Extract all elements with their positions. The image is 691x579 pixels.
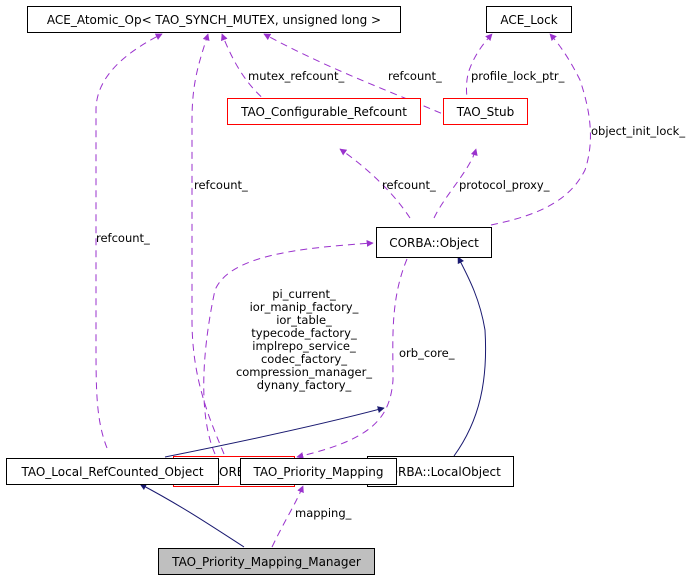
label-protocol-proxy: protocol_proxy_ bbox=[459, 178, 550, 192]
node-corba-object[interactable]: CORBA::Object bbox=[376, 227, 492, 258]
label-ior-manip-factory: ior_manip_factory_ bbox=[249, 300, 359, 314]
edge-localobject-to-object bbox=[453, 256, 487, 457]
node-tao-priority-mapping-manager: TAO_Priority_Mapping_Manager bbox=[158, 548, 375, 575]
label-orb-core: orb_core_ bbox=[399, 346, 455, 360]
label-dynany-factory: dynany_factory_ bbox=[256, 378, 352, 392]
edge-local-to-localobject bbox=[164, 406, 385, 458]
label-object-refcount: refcount_ bbox=[382, 178, 436, 192]
label-object-init-lock: object_init_lock_ bbox=[591, 124, 686, 138]
label-mutex-refcount: mutex_refcount_ bbox=[248, 69, 345, 83]
node-ace-lock[interactable]: ACE_Lock bbox=[486, 6, 572, 33]
edge-local-to-atomic-refcount bbox=[95, 33, 163, 449]
edge-object-to-acelock-initlock bbox=[490, 33, 591, 226]
label-orbcore-members: pi_current_ ior_manip_factory_ ior_table… bbox=[236, 288, 372, 392]
label-profile-lock-ptr: profile_lock_ptr_ bbox=[471, 69, 565, 83]
node-tao-stub[interactable]: TAO_Stub bbox=[443, 98, 528, 125]
edge-stub-to-atomic-refcount bbox=[263, 33, 453, 119]
node-tao-priority-mapping[interactable]: TAO_Priority_Mapping bbox=[240, 458, 397, 485]
label-local-refcount: refcount_ bbox=[96, 231, 150, 245]
edge-orbcore-to-object-refs bbox=[203, 239, 374, 455]
label-codec-factory: codec_factory_ bbox=[260, 352, 348, 366]
edge-object-to-configurable-refcount bbox=[339, 148, 411, 219]
label-mapping: mapping_ bbox=[295, 506, 352, 520]
label-implrepo-service: implrepo_service_ bbox=[252, 339, 356, 353]
label-ior-table: ior_table_ bbox=[276, 313, 332, 327]
label-compression-manager: compression_manager_ bbox=[235, 365, 373, 379]
node-ace-atomic-op[interactable]: ACE_Atomic_Op< TAO_SYNCH_MUTEX, unsigned… bbox=[27, 6, 401, 33]
edge-manager-to-local bbox=[139, 483, 245, 548]
label-orbcore-refcount: refcount_ bbox=[194, 178, 248, 192]
edge-orbcore-to-atomic-refcount bbox=[191, 33, 225, 455]
label-pi-current: pi_current_ bbox=[272, 287, 336, 301]
label-stub-refcount: refcount_ bbox=[388, 69, 442, 83]
edge-configurable-to-atomic-mutex bbox=[221, 33, 291, 119]
edge-object-to-stub-protocol bbox=[433, 148, 478, 219]
label-typecode-factory: typecode_factory_ bbox=[251, 326, 357, 340]
edge-manager-to-mapping bbox=[271, 485, 304, 548]
node-tao-configurable-refcount[interactable]: TAO_Configurable_Refcount bbox=[227, 98, 421, 125]
edge-object-to-orbcore-orbcore bbox=[296, 258, 408, 459]
node-tao-local-refcounted-object[interactable]: TAO_Local_RefCounted_Object bbox=[6, 458, 219, 485]
